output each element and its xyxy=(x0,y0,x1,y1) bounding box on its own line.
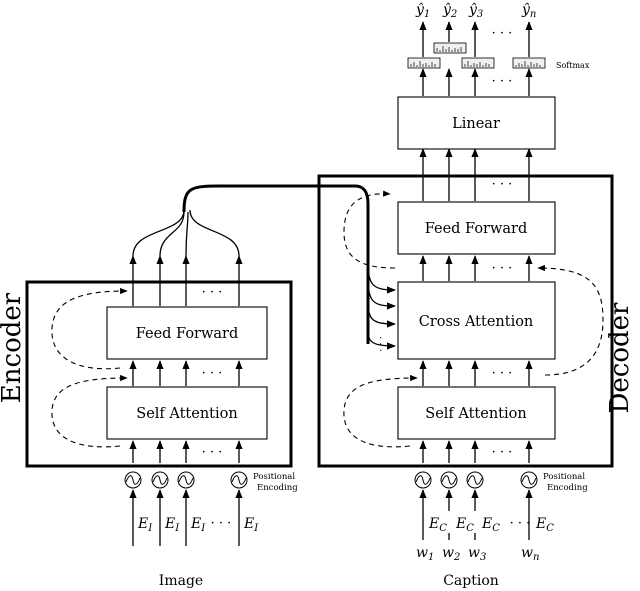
encoder-mid-ellipsis: · · · xyxy=(202,366,223,381)
encoder-embed-label-3: EI xyxy=(190,516,206,534)
encoder-feed-forward-block xyxy=(106,306,268,360)
encoder-residual-loop-1 xyxy=(51,374,128,448)
decoder-residual-loop-2 xyxy=(537,264,604,376)
output-token-2: ŷ2 xyxy=(442,1,457,20)
encoder-frame xyxy=(25,280,293,468)
decoder-cross-attention-label: Cross Attention xyxy=(419,314,534,330)
encoder-encoding-label: Encoding xyxy=(257,483,298,493)
encoder-embed-label-4: EI xyxy=(243,516,259,534)
encoder-sine-icon-4 xyxy=(230,471,248,489)
decoder-frame xyxy=(317,174,614,468)
softmax-label: Softmax xyxy=(556,61,590,70)
decoder-feed-forward-block xyxy=(397,201,556,255)
image-label: Image xyxy=(159,573,203,589)
encoder-positional-label: Positional xyxy=(253,472,295,482)
softmax-histogram-icon-4 xyxy=(512,57,546,69)
cross-attn-input-arrow-2 xyxy=(367,274,396,310)
cross-attn-input-arrow-1 xyxy=(367,259,396,294)
encoder-embed-label-2: EI xyxy=(164,516,180,534)
caption-token-2: w2 xyxy=(442,545,460,563)
softmax-histogram-icon-1 xyxy=(407,57,441,69)
decoder-residual-loop-3 xyxy=(343,190,396,269)
decoder-sa-ca-ellipsis: · · · xyxy=(492,366,513,381)
decoder-embed-label-1: EC xyxy=(428,516,447,534)
decoder-sine-icon-2 xyxy=(440,471,458,489)
encoder-embed-label-1: EI xyxy=(137,516,153,534)
encoder-bundle-curve-3 xyxy=(185,211,189,257)
decoder-embed-label-3: EC xyxy=(481,516,500,534)
softmax-histogram-icon-2 xyxy=(433,42,467,54)
caption-token-3: w3 xyxy=(468,545,486,563)
encoder-feed-forward-label: Feed Forward xyxy=(136,326,239,342)
decoder-sine-icon-4 xyxy=(520,471,538,489)
decoder-embed-ellipsis: · · · xyxy=(510,516,531,531)
caption-label: Caption xyxy=(443,573,499,589)
output-token-1: ŷ1 xyxy=(415,1,430,20)
decoder-title: Decoder xyxy=(605,302,635,413)
caption-token-1: w1 xyxy=(416,545,434,563)
decoder-input-ellipsis: · · · xyxy=(492,445,513,460)
encoder-input-ellipsis: · · · xyxy=(202,445,223,460)
encoder-title: Encoder xyxy=(0,292,27,403)
output-token-3: ŷ3 xyxy=(468,1,483,20)
softmax-histogram-icon-3 xyxy=(461,57,495,69)
decoder-encoding-label: Encoding xyxy=(547,483,588,493)
linear-label: Linear xyxy=(452,116,500,132)
encoder-bundle-curve-2 xyxy=(159,211,185,257)
encoder-self-attention-block xyxy=(106,386,268,440)
linear-block xyxy=(397,96,556,150)
decoder-ff-linear-ellipsis: · · · xyxy=(492,177,513,192)
decoder-sine-icon-1 xyxy=(414,471,432,489)
encoder-sine-icon-2 xyxy=(151,471,169,489)
decoder-cross-attention-block xyxy=(397,281,556,360)
encoder-residual-loop-2 xyxy=(51,287,128,370)
cross-attn-input-ellipsis: · · · xyxy=(374,336,385,352)
encoder-bundle-curve-1 xyxy=(132,209,185,257)
decoder-embed-label-2: EC xyxy=(455,516,474,534)
linear-softmax-ellipsis: · · · xyxy=(492,74,513,89)
output-token-4: ŷn xyxy=(521,1,536,20)
encoder-sine-icon-1 xyxy=(124,471,142,489)
decoder-sine-icon-3 xyxy=(466,471,484,489)
decoder-embed-label-4: EC xyxy=(535,516,554,534)
decoder-positional-label: Positional xyxy=(543,472,585,482)
decoder-self-attention-block xyxy=(397,386,556,440)
encoder-top-ellipsis: · · · xyxy=(202,285,223,300)
encoder-self-attention-label: Self Attention xyxy=(136,406,237,422)
encoder-bundle-curve-4 xyxy=(189,209,240,257)
encoder-sine-icon-3 xyxy=(177,471,195,489)
encoder-to-decoder-bundle xyxy=(182,184,370,344)
decoder-feed-forward-label: Feed Forward xyxy=(425,221,528,237)
decoder-residual-loop-1 xyxy=(343,374,418,448)
output-ellipsis: · · · xyxy=(492,26,513,41)
cross-attn-input-arrow-4 xyxy=(367,329,396,350)
cross-attn-input-arrow-3 xyxy=(367,299,396,328)
decoder-ca-ff-ellipsis: · · · xyxy=(492,261,513,276)
caption-token-4: wn xyxy=(521,545,539,563)
decoder-self-attention-label: Self Attention xyxy=(425,406,526,422)
encoder-embed-ellipsis: · · · xyxy=(211,516,232,531)
